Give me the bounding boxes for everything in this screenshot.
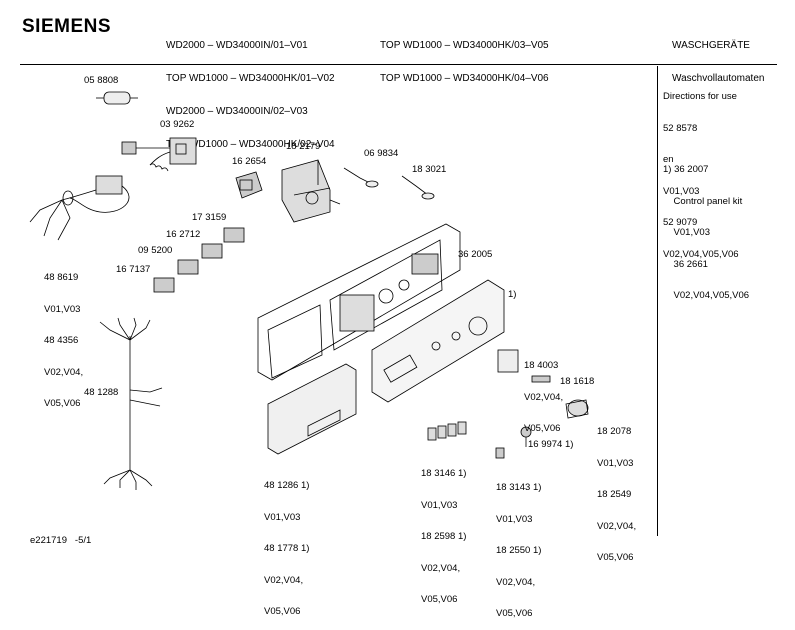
part-label-181618: 18 1618 (560, 376, 595, 387)
footnote-ref: 1) (508, 289, 517, 300)
part-label-173159: 17 3159 (192, 212, 227, 223)
header-rule (20, 64, 777, 65)
part-label-169974: 16 9974 1) (528, 439, 574, 450)
part-line: V02,V04, (421, 562, 461, 574)
cover-part (497, 349, 519, 373)
part-line: V02,V04, (597, 520, 637, 532)
part-label-362005: 36 2005 (458, 249, 493, 260)
part-label-162654: 16 2654 (232, 156, 267, 167)
part-line: 48 4356 (44, 335, 79, 346)
part-line: V05,V06 (597, 552, 634, 563)
part-label-481288: 48 1288 (84, 387, 119, 398)
part-line: V01,V03 (597, 457, 634, 469)
model-line: WD2000 – WD34000IN/01–V01 (166, 40, 308, 51)
note-line: 1) 36 2007 (663, 164, 709, 175)
doc-line: en (663, 154, 674, 165)
push-button-switches (153, 227, 245, 293)
part-label-481286: 48 1286 1) V01,V03 48 1778 1) V02,V04, V… (264, 460, 309, 628)
control-panel-frame (257, 223, 461, 381)
category-line: Waschvollautomaten (672, 73, 765, 84)
part-label-182179: 18 2179 (286, 141, 321, 152)
part-line: V05,V06 (421, 594, 458, 605)
exploded-view-drawing (29, 91, 589, 490)
note-line: V01,V03 (663, 227, 711, 238)
part-line: V02,V04, (264, 574, 304, 586)
doc-line: V01,V03 (663, 185, 700, 197)
part-line: V01,V03 (496, 513, 533, 525)
models-right: TOP WD1000 – WD34000HK/03–V05 TOP WD1000… (380, 18, 549, 95)
part-label-095200: 09 5200 (138, 245, 173, 256)
part-line: 18 2550 1) (496, 545, 542, 556)
doc-line: V02,V04,V05,V06 (663, 248, 739, 260)
model-line: TOP WD1000 – WD34000HK/03–V05 (380, 40, 549, 51)
part-label-488619: 48 8619 V01,V03 48 4356 V02,V04, V05,V06 (44, 252, 83, 420)
part-line: V05,V06 (524, 423, 561, 434)
part-label-039262: 03 9262 (160, 119, 195, 130)
programme-timer-part (281, 159, 341, 223)
part-line: V05,V06 (496, 608, 533, 619)
sidebar-divider (657, 66, 658, 536)
part-label-183143: 18 3143 1) V01,V03 18 2550 1) V02,V04, V… (496, 462, 541, 630)
model-line: TOP WD1000 – WD34000HK/01–V02 (166, 73, 335, 84)
doc-line: 52 9079 (663, 217, 698, 228)
note-line: V02,V04,V05,V06 (663, 290, 750, 301)
footnote: 1) 36 2007 Control panel kit V01,V03 36 … (663, 144, 749, 312)
part-line: 18 4003 (524, 360, 559, 371)
part-label-182078: 18 2078 V01,V03 18 2549 V02,V04, V05,V06 (597, 406, 636, 574)
front-fascia-part (371, 279, 505, 403)
part-line: V02,V04, (496, 576, 536, 588)
part-line: 48 8619 (44, 272, 79, 283)
suppressor-harness (29, 175, 130, 241)
wiring-harness-part (99, 317, 163, 490)
lamp-cables (343, 167, 435, 200)
control-knob-part (565, 399, 589, 419)
part-line: V01,V03 (264, 511, 301, 523)
part-label-069834: 06 9834 (364, 148, 399, 159)
part-line: 48 1778 1) (264, 543, 310, 554)
category: WASCHGERÄTE Waschvollautomaten (672, 18, 764, 95)
small-knob-part (520, 426, 532, 447)
model-line: WD2000 – WD34000IN/02–V03 (166, 106, 308, 117)
part-line: 18 2549 (597, 489, 632, 500)
push-button-caps (427, 421, 467, 441)
part-line: V02,V04, (524, 391, 564, 403)
part-label-184003: 18 4003 V02,V04, V05,V06 (524, 340, 563, 445)
part-label-183021: 18 3021 (412, 164, 447, 175)
doc-line: 52 8578 (663, 122, 698, 134)
part-label-058808: 05 8808 (84, 75, 119, 86)
part-line: 18 2078 (597, 426, 632, 437)
part-label-162712: 16 2712 (166, 229, 201, 240)
button-cap-part (495, 447, 505, 459)
part-line: 48 1286 1) (264, 480, 310, 491)
part-line: 18 2598 1) (421, 531, 467, 542)
part-line: 18 3143 1) (496, 482, 542, 493)
note-line: Control panel kit (663, 195, 743, 207)
part-line: V05,V06 (264, 606, 301, 617)
siemens-logo: SIEMENS (22, 16, 112, 37)
model-line: TOP WD1000 – WD34000HK/04–V06 (380, 73, 549, 84)
shaft-part (531, 375, 551, 383)
part-line: V05,V06 (44, 398, 81, 409)
part-line: V01,V03 (421, 499, 458, 511)
drawer-handle-part (267, 363, 357, 455)
doc-line: Directions for use (663, 91, 737, 102)
part-line: 18 3146 1) (421, 468, 467, 479)
capacitor-part (96, 91, 138, 105)
document-id: e221719 -5/1 (30, 535, 92, 546)
selector-switch-part (235, 171, 263, 199)
doc-references: Directions for use 52 8578 en V01,V03 52… (663, 71, 739, 271)
part-label-167137: 16 7137 (116, 264, 151, 275)
part-line: V01,V03 (44, 303, 81, 315)
door-lock-part (121, 137, 197, 172)
note-line: 36 2661 (663, 258, 708, 270)
category-line: WASCHGERÄTE (672, 40, 750, 51)
part-line: V02,V04, (44, 366, 84, 378)
part-label-183146: 18 3146 1) V01,V03 18 2598 1) V02,V04, V… (421, 448, 466, 616)
